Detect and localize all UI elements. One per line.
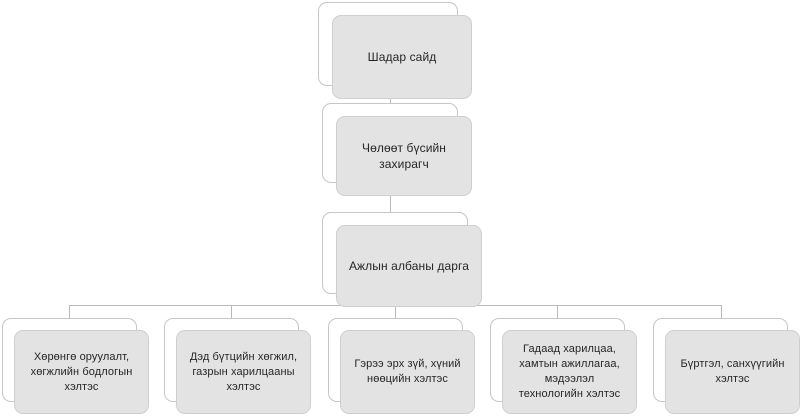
org-node-registration-finance-dept[interactable]: Бүртгэл, санхүүгийн хэлтэс (653, 318, 800, 414)
connector-bus-to-n4 (69, 305, 70, 319)
org-node-foreign-relations-it-dept[interactable]: Гадаад харилцаа, хамтын ажиллагаа, мэдээ… (490, 318, 637, 414)
card-front-layer[interactable]: Чөлөөт бүсийн захирагч (336, 116, 472, 196)
card-front-layer[interactable]: Бүртгэл, санхүүгийн хэлтэс (665, 330, 800, 414)
org-node-label: Гэрээ эрх зүй, хүний нөөцийн хэлтэс (354, 358, 461, 385)
card-front-layer[interactable]: Ажлын албаны дарга (336, 225, 482, 307)
connector-bus-to-n5 (231, 305, 232, 319)
org-node-infrastructure-land-relations-dept[interactable]: Дэд бүтцийн хөгжил, газрын харилцааны хэ… (164, 318, 311, 414)
org-node-contract-law-human-resources-dept[interactable]: Гэрээ эрх зүй, хүний нөөцийн хэлтэс (328, 318, 475, 414)
org-node-label: Ажлын албаны дарга (348, 259, 470, 273)
card-front-layer[interactable]: Гадаад харилцаа, хамтын ажиллагаа, мэдээ… (502, 330, 637, 414)
org-node-label: Дэд бүтцийн хөгжил, газрын харилцааны хэ… (189, 350, 298, 393)
org-node-choloot-busiin-zakhiragch[interactable]: Чөлөөт бүсийн захирагч (322, 103, 472, 196)
org-node-label: Шадар сайд (367, 50, 437, 64)
connector-bus-to-n8 (721, 305, 722, 319)
card-front-layer[interactable]: Дэд бүтцийн хөгжил, газрын харилцааны хэ… (176, 330, 311, 414)
org-node-ajlyn-albany-darga[interactable]: Ажлын албаны дарга (322, 212, 482, 307)
connector-bus-to-n7 (557, 305, 558, 319)
org-node-label: Хөрөнгө оруулалт, хөгжлийн бодлогын хэлт… (30, 350, 133, 393)
org-node-investment-development-policy-dept[interactable]: Хөрөнгө оруулалт, хөгжлийн бодлогын хэлт… (2, 318, 149, 414)
card-front-layer[interactable]: Гэрээ эрх зүй, хүний нөөцийн хэлтэс (340, 330, 475, 414)
card-front-layer[interactable]: Шадар сайд (332, 15, 472, 99)
org-node-label: Чөлөөт бүсийн захирагч (361, 141, 447, 171)
org-node-label: Бүртгэл, санхүүгийн хэлтэс (680, 358, 785, 385)
org-node-label: Гадаад харилцаа, хамтын ажиллагаа, мэдээ… (518, 343, 621, 400)
connector-bus-to-n6 (395, 305, 396, 319)
card-front-layer[interactable]: Хөрөнгө оруулалт, хөгжлийн бодлогын хэлт… (14, 330, 149, 414)
connector-n2-to-n3 (390, 196, 391, 226)
org-node-shadar-said[interactable]: Шадар сайд (318, 2, 472, 99)
